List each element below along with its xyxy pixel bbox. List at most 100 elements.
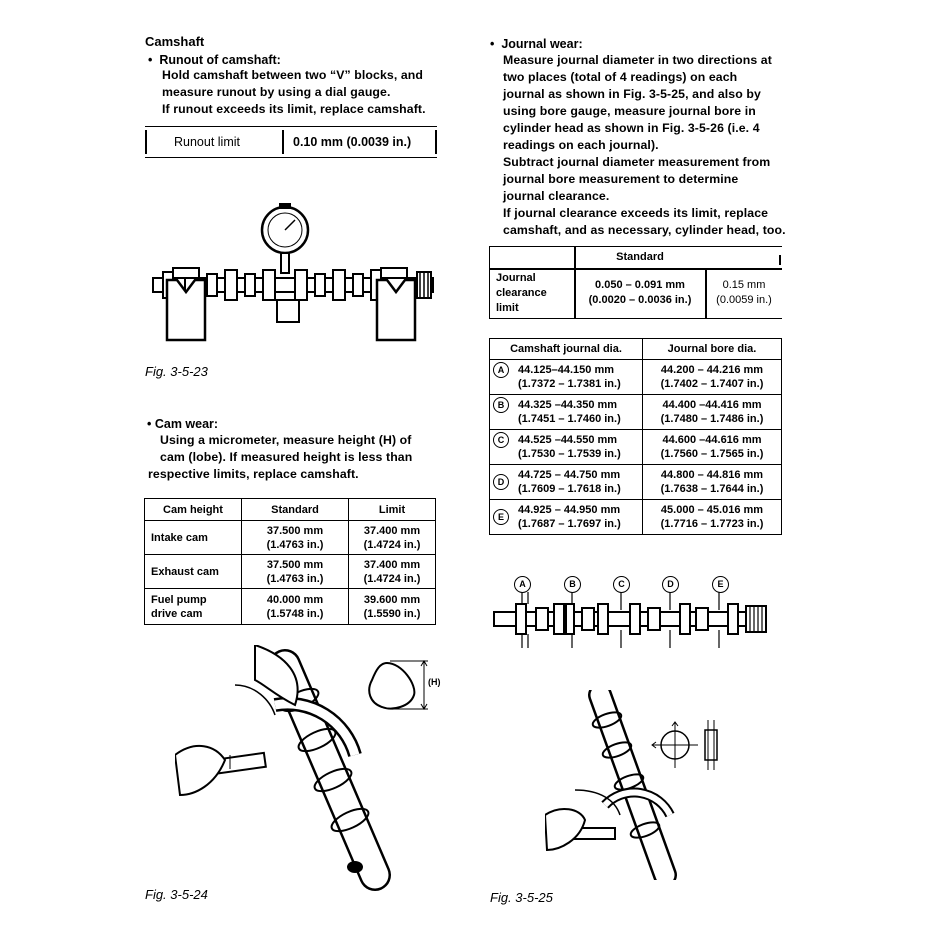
journal-marker: C bbox=[493, 432, 509, 448]
journal-marker: C bbox=[613, 576, 630, 593]
divider bbox=[779, 255, 781, 265]
camwear-paragraph: Using a micrometer, measure height (H) o… bbox=[148, 432, 413, 483]
journal-paragraph: Measure journal diameter in two directio… bbox=[503, 52, 786, 239]
limit-cell: 37.400 mm(1.4724 in.) bbox=[348, 520, 436, 555]
table-header: Standard bbox=[241, 498, 349, 521]
journal-line: Subtract journal diameter measurement fr… bbox=[503, 155, 771, 169]
journal-marker: D bbox=[493, 474, 509, 490]
measurement-direction-diagram bbox=[651, 720, 718, 770]
value-mm: 44.800 – 44.816 mm bbox=[660, 469, 764, 481]
cam-name: Fuel pump drive cam bbox=[144, 588, 242, 625]
runout-line: Hold camshaft between two “V” blocks, an… bbox=[162, 68, 424, 82]
value-in: (1.7480 – 1.7486 in.) bbox=[660, 413, 764, 425]
journal-dia-cell: A 44.125–44.150 mm(1.7372 – 1.7381 in.) bbox=[489, 359, 643, 395]
table-row: Intake cam 37.500 mm(1.4763 in.) 37.400 … bbox=[144, 520, 436, 555]
journal-marker: E bbox=[493, 509, 509, 525]
value-mm: 44.400 –44.416 mm bbox=[662, 399, 762, 411]
value-in: (1.5748 in.) bbox=[266, 607, 324, 620]
journal-dia-cell: C 44.525 –44.550 mm(1.7530 – 1.7539 in.) bbox=[489, 429, 643, 465]
journal-marker: B bbox=[564, 576, 581, 593]
table-row: Exhaust cam 37.500 mm(1.4763 in.) 37.400… bbox=[144, 554, 436, 589]
journal-marker: B bbox=[493, 397, 509, 413]
journal-line: using bore gauge, measure journal bore i… bbox=[503, 104, 756, 118]
runout-limit-label: Runout limit bbox=[174, 135, 240, 149]
standard-header: Standard bbox=[616, 251, 664, 263]
value-mm: 39.600 mm bbox=[363, 593, 421, 606]
divider bbox=[145, 130, 147, 154]
journal-dia-cell: B 44.325 –44.350 mm(1.7451 – 1.7460 in.) bbox=[489, 394, 643, 430]
section-heading: Camshaft bbox=[145, 34, 205, 49]
value-mm: 45.000 – 45.016 mm bbox=[660, 504, 764, 516]
cam-name: Exhaust cam bbox=[144, 554, 242, 589]
journal-line: two places (total of 4 readings) on each bbox=[503, 70, 738, 84]
standard-cell: 37.500 mm(1.4763 in.) bbox=[241, 554, 349, 589]
divider bbox=[574, 247, 576, 318]
camshaft-vblock-illustration bbox=[152, 203, 434, 342]
value-in: (1.7687 – 1.7697 in.) bbox=[518, 518, 621, 530]
value-mm: 0.15 mm bbox=[722, 279, 766, 291]
runout-limit-box: Runout limit 0.10 mm (0.0039 in.) bbox=[145, 126, 437, 158]
journal-line: journal bore measurement to determine bbox=[503, 172, 739, 186]
journal-dimension-table: Camshaft journal dia. Journal bore dia. … bbox=[489, 338, 782, 535]
journal-marker: A bbox=[514, 576, 531, 593]
table-header-row: Cam height Standard Limit bbox=[144, 498, 436, 521]
journal-line: cylinder head as shown in Fig. 3-5-26 (i… bbox=[503, 121, 760, 135]
journal-clearance-table: Standard Journal clearance limit 0.050 –… bbox=[489, 246, 782, 319]
table-header: Limit bbox=[348, 498, 436, 521]
runout-title: Runout of camshaft: bbox=[159, 53, 281, 67]
camwear-bullet: • Cam wear: bbox=[147, 417, 218, 431]
camwear-line: Using a micrometer, measure height (H) o… bbox=[160, 433, 412, 447]
camwear-title: Cam wear: bbox=[154, 417, 219, 431]
value-mm: 44.200 – 44.216 mm bbox=[660, 364, 764, 376]
value-in: (1.7638 – 1.7644 in.) bbox=[660, 483, 764, 495]
runout-line: If runout exceeds its limit, replace cam… bbox=[162, 102, 426, 116]
divider bbox=[490, 268, 782, 270]
table-header-row: Camshaft journal dia. Journal bore dia. bbox=[489, 338, 782, 360]
clearance-standard: 0.050 – 0.091 mm (0.0020 – 0.0036 in.) bbox=[576, 278, 704, 308]
standard-cell: 37.500 mm(1.4763 in.) bbox=[241, 520, 349, 555]
limit-cell: 39.600 mm(1.5590 in.) bbox=[348, 588, 436, 625]
value-in: (1.4724 in.) bbox=[363, 538, 421, 551]
standard-cell: 40.000 mm(1.5748 in.) bbox=[241, 588, 349, 625]
table-row: D 44.725 – 44.750 mm(1.7609 – 1.7618 in.… bbox=[489, 464, 782, 500]
value-in: (0.0020 – 0.0036 in.) bbox=[588, 294, 692, 306]
value-in: (1.5590 in.) bbox=[363, 607, 421, 620]
camshaft-journal-diagram bbox=[493, 592, 767, 648]
table-row: C 44.525 –44.550 mm(1.7530 – 1.7539 in.)… bbox=[489, 429, 782, 465]
value-in: (1.7560 – 1.7565 in.) bbox=[660, 448, 764, 460]
divider bbox=[705, 269, 707, 318]
journal-marker: A bbox=[493, 362, 509, 378]
divider bbox=[282, 130, 284, 154]
journal-line: If journal clearance exceeds its limit, … bbox=[503, 206, 769, 220]
runout-bullet: • Runout of camshaft: bbox=[148, 53, 281, 67]
value-in: (1.7451 – 1.7460 in.) bbox=[518, 413, 621, 425]
bullet-dot: • bbox=[490, 37, 502, 51]
clearance-label: Journal clearance limit bbox=[496, 272, 547, 314]
micrometer-cam-illustration bbox=[175, 645, 391, 891]
value-mm: 37.500 mm bbox=[266, 558, 324, 571]
micrometer-journal-illustration bbox=[545, 690, 677, 880]
journal-bore-cell: 44.600 –44.616 mm (1.7560 – 1.7565 in.) bbox=[642, 429, 782, 465]
camwear-line: respective limits, replace camshaft. bbox=[148, 467, 359, 481]
figure-caption: Fig. 3-5-25 bbox=[490, 890, 553, 905]
journal-bore-cell: 44.800 – 44.816 mm (1.7638 – 1.7644 in.) bbox=[642, 464, 782, 500]
journal-bullet: • Journal wear: bbox=[490, 37, 583, 51]
table-row: A 44.125–44.150 mm(1.7372 – 1.7381 in.) … bbox=[489, 359, 782, 395]
journal-line: readings on each journal). bbox=[503, 138, 659, 152]
cam-height-table: Cam height Standard Limit Intake cam 37.… bbox=[144, 498, 436, 625]
table-row: Fuel pump drive cam 40.000 mm(1.5748 in.… bbox=[144, 588, 436, 625]
journal-bore-cell: 44.400 –44.416 mm (1.7480 – 1.7486 in.) bbox=[642, 394, 782, 430]
table-row: B 44.325 –44.350 mm(1.7451 – 1.7460 in.)… bbox=[489, 394, 782, 430]
value-in: (1.7716 – 1.7723 in.) bbox=[660, 518, 764, 530]
runout-paragraph: Hold camshaft between two “V” blocks, an… bbox=[162, 67, 426, 118]
journal-bore-cell: 44.200 – 44.216 mm(1.7402 – 1.7407 in.) bbox=[642, 359, 782, 395]
camwear-line: cam (lobe). If measured height is less t… bbox=[160, 450, 413, 464]
value-mm: 37.400 mm bbox=[363, 524, 421, 537]
journal-bore-cell: 45.000 – 45.016 mm (1.7716 – 1.7723 in.) bbox=[642, 499, 782, 535]
journal-marker: E bbox=[712, 576, 729, 593]
figure-caption: Fig. 3-5-24 bbox=[145, 887, 208, 902]
value-mm: 44.725 – 44.750 mm bbox=[518, 469, 621, 481]
bullet-dot: • bbox=[147, 417, 155, 431]
value-mm: 44.600 –44.616 mm bbox=[662, 434, 762, 446]
value-mm: 37.500 mm bbox=[266, 524, 324, 537]
